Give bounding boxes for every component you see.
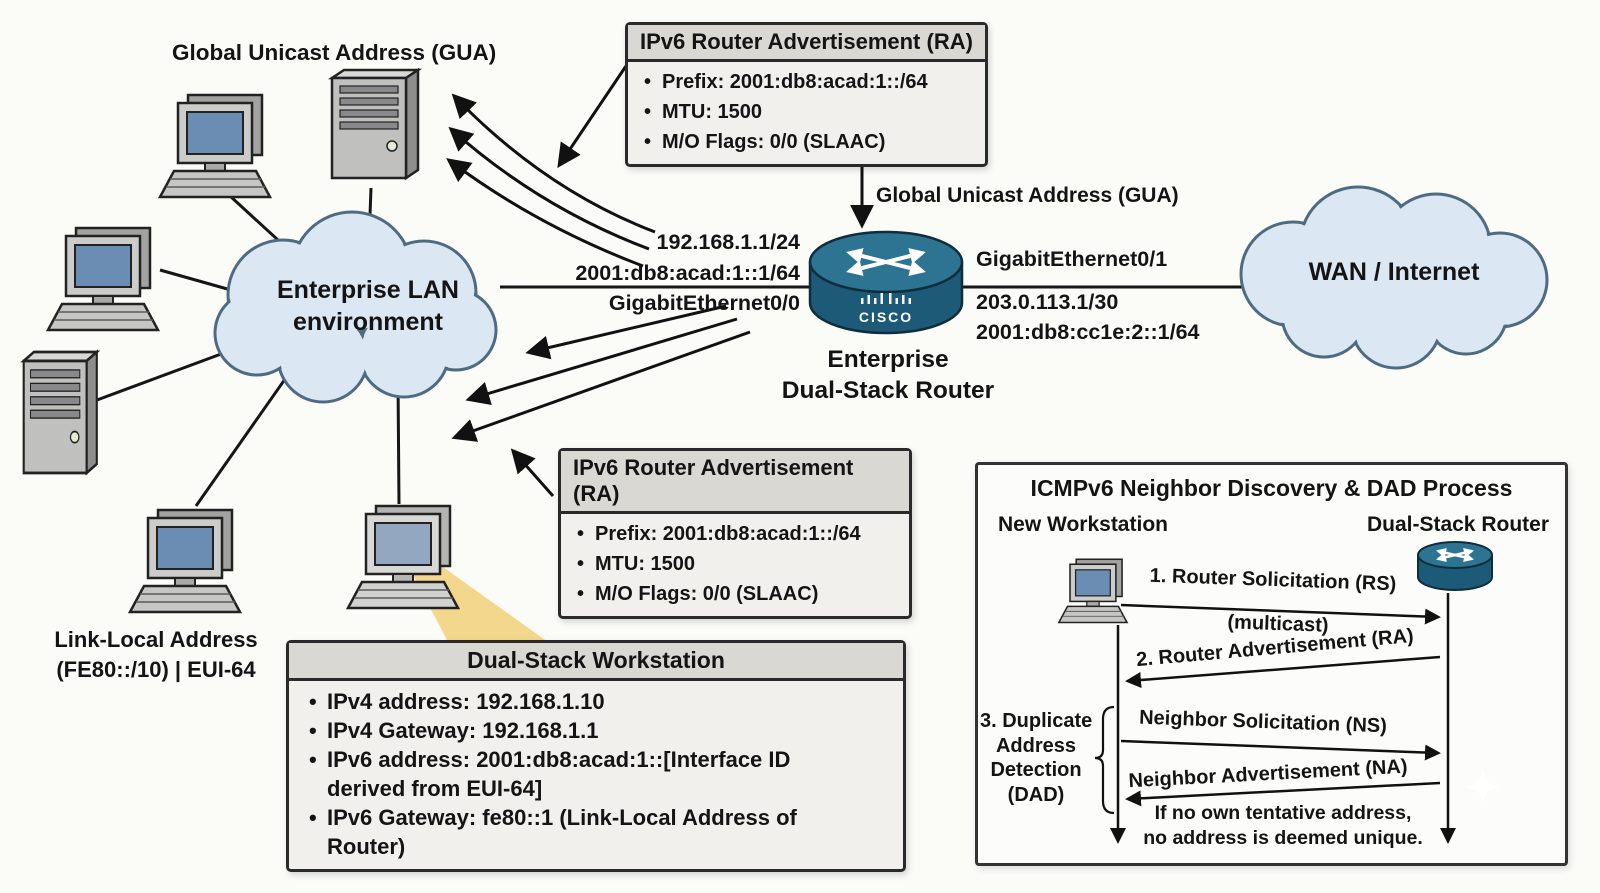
ra-flags: M/O Flags: 0/0 (SLAAC)	[571, 579, 899, 609]
nd-panel-title: ICMPv6 Neighbor Discovery & DAD Process	[1030, 475, 1513, 501]
lan-cloud-label-line1: Enterprise LAN	[277, 276, 459, 304]
ws-ipv4-gateway: IPv4 Gateway: 192.168.1.1	[303, 716, 889, 745]
ws-ipv6-address: IPv6 address: 2001:db8:acad:1::[Interfac…	[303, 745, 889, 803]
server-tower-icon	[22, 350, 99, 475]
ra-lower-box-pointer-arrow	[510, 448, 555, 497]
router-lan-ipv6: 2001:db8:acad:1::1/64	[575, 260, 800, 285]
na-arrow	[1125, 781, 1441, 807]
ra-mtu: MTU: 1500	[571, 549, 899, 579]
ra-mtu: MTU: 1500	[638, 97, 975, 127]
router-lan-side-labels: 192.168.1.1/24 2001:db8:acad:1::1/64 Gig…	[510, 227, 800, 319]
ra-prefix: Prefix: 2001:db8:acad:1::/64	[638, 67, 975, 97]
router-lan-ipv4: 192.168.1.1/24	[656, 230, 800, 254]
ra-box-lower-title: IPv6 Router Advertisement (RA)	[561, 451, 909, 514]
gua-top-label: Global Unicast Address (GUA)	[172, 40, 497, 65]
link-local-label: Link-Local Address (FE80::/10) | EUI-64	[54, 625, 257, 685]
lan-cloud	[213, 210, 498, 404]
ra-multicast-arrows	[446, 65, 874, 497]
lan-cloud-label-line2: environment	[292, 308, 444, 336]
sequence-lifelines-and-messages	[1094, 593, 1456, 844]
dual-stack-workstation-icon	[346, 504, 460, 610]
ra-box-top-title: IPv6 Router Advertisement (RA)	[628, 25, 985, 62]
desktop-computer-icon	[158, 93, 272, 199]
ra-box-pointer-arrow	[557, 65, 628, 168]
dad-label: 3. Duplicate Address Detection (DAD)	[980, 710, 1093, 806]
new-workstation-icon	[1058, 558, 1128, 624]
sparkle-watermark-icon	[1465, 769, 1501, 805]
ra-flags: M/O Flags: 0/0 (SLAAC)	[638, 127, 975, 157]
link-local-line2: (FE80::/10) | EUI-64	[56, 657, 256, 682]
router-wan-ipv6: 2001:db8:cc1e:2::1/64	[976, 319, 1200, 344]
ra-box-top: IPv6 Router Advertisement (RA) Prefix: 2…	[625, 22, 988, 167]
ra-arrow	[1125, 655, 1441, 688]
ws-ipv6-gateway: IPv6 Gateway: fe80::1 (Link-Local Addres…	[303, 803, 889, 861]
router-crossed-arrows-icon	[846, 248, 926, 276]
right-actor-label: Dual-Stack Router	[1366, 513, 1549, 536]
nd-dad-panel: ICMPv6 Neighbor Discovery & DAD Process …	[975, 462, 1568, 866]
ws-ipv4-address: IPv4 address: 192.168.1.10	[303, 687, 889, 716]
small-router-icon	[1417, 541, 1493, 591]
link-local-line1: Link-Local Address	[54, 627, 258, 652]
router-wan-ipv4: 203.0.113.1/30	[976, 290, 1119, 314]
cisco-brand-text: CISCO	[859, 309, 913, 325]
router-name-line2: Dual-Stack Router	[781, 377, 995, 404]
server-tower-icon	[330, 68, 420, 180]
lan-cloud-label: Enterprise LAN environment	[277, 274, 459, 338]
desktop-computer-icon	[128, 508, 242, 614]
ns-arrow	[1120, 739, 1441, 761]
router-name-line1: Enterprise	[827, 346, 949, 373]
ra-prefix: Prefix: 2001:db8:acad:1::/64	[571, 519, 899, 549]
wan-cloud-label: WAN / Internet	[1308, 258, 1480, 286]
nd-sequence-graphics	[1058, 541, 1501, 844]
router-icon: CISCO	[808, 230, 964, 335]
router-lan-interface: GigabitEthernet0/0	[608, 291, 800, 315]
workstation-box: Dual-Stack Workstation IPv4 address: 192…	[286, 640, 906, 872]
ra-box-lower: IPv6 Router Advertisement (RA) Prefix: 2…	[558, 448, 912, 619]
cisco-logo-bars	[861, 293, 911, 304]
rs-arrow	[1120, 603, 1441, 625]
router-wan-addresses: 203.0.113.1/30 2001:db8:cc1e:2::1/64	[976, 288, 1199, 347]
wan-cloud	[1239, 185, 1549, 370]
router-wan-interface: GigabitEthernet0/1	[976, 247, 1168, 271]
workstation-box-title: Dual-Stack Workstation	[289, 643, 903, 681]
left-actor-label: New Workstation	[998, 513, 1168, 536]
gua-router-label: Global Unicast Address (GUA)	[876, 184, 1179, 207]
desktop-computer-icon	[46, 226, 160, 332]
dad-note: If no own tentative address, no address …	[1143, 802, 1423, 849]
dad-brace	[1094, 705, 1115, 815]
router-name-label: Enterprise Dual-Stack Router	[782, 344, 994, 406]
